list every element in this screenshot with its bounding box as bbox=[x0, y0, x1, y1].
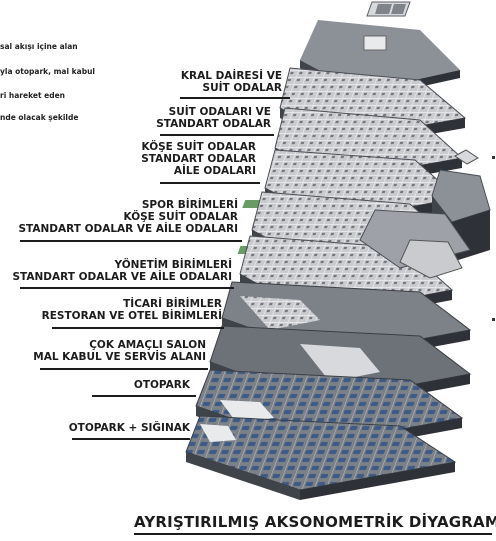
underline-suite-standard bbox=[160, 134, 274, 136]
label-multipurpose-line-1: ÇOK AMAÇLI SALON bbox=[89, 339, 206, 351]
underline-parking bbox=[92, 395, 196, 397]
label-parking: OTOPARK bbox=[134, 379, 190, 391]
label-suite-standard-line-1: SUİT ODALARI VE bbox=[168, 106, 271, 118]
diagram-title: AYRIŞTIRILMIŞ AKSONOMETRİK DİYAGRAM bbox=[134, 513, 496, 531]
parking-levels bbox=[185, 369, 464, 500]
title-underline bbox=[134, 533, 492, 535]
label-suite-standard: SUİT ODALARI VE STANDART ODALAR bbox=[156, 106, 271, 130]
label-corner-suite-line-1: KÖŞE SUİT ODALAR bbox=[141, 141, 256, 153]
label-king-suite-line-1: KRAL DAİRESİ VE bbox=[180, 70, 282, 82]
label-sports-line-3: STANDART ODALAR VE AİLE ODALARI bbox=[18, 223, 238, 235]
label-commercial-line-1: TİCARİ BİRİMLER bbox=[123, 298, 222, 310]
label-sports-line-2: KÖŞE SUİT ODALAR bbox=[123, 211, 238, 223]
side-note-2: yla otopark, mal kabul bbox=[0, 67, 95, 76]
label-king-suite: KRAL DAİRESİ VE SUİT ODALAR bbox=[181, 70, 282, 94]
label-corner-suite: KÖŞE SUİT ODALAR STANDART ODALAR AİLE OD… bbox=[141, 141, 256, 177]
label-management-line-2: STANDART ODALAR VE AİLE ODALARI bbox=[12, 271, 232, 283]
label-multipurpose: ÇOK AMAÇLI SALON MAL KABUL VE SERVİS ALA… bbox=[33, 339, 206, 363]
underline-multipurpose bbox=[40, 368, 208, 370]
side-note-4: nde olacak şekilde bbox=[0, 113, 79, 122]
roof-box bbox=[366, 1, 411, 17]
label-sports: SPOR BİRİMLERİ KÖŞE SUİT ODALAR STANDART… bbox=[18, 199, 238, 235]
label-management-line-1: YÖNETİM BİRİMLERİ bbox=[114, 259, 233, 271]
label-corner-suite-line-2: STANDART ODALAR bbox=[141, 153, 256, 165]
label-multipurpose-line-2: MAL KABUL VE SERVİS ALANI bbox=[33, 351, 206, 363]
label-commercial: TİCARİ BİRİMLER RESTORAN VE OTEL BİRİMLE… bbox=[42, 298, 222, 322]
underline-management bbox=[20, 287, 234, 289]
label-suite-standard-line-2: STANDART ODALAR bbox=[156, 118, 271, 130]
annex-tower bbox=[359, 149, 491, 279]
label-commercial-line-2: RESTORAN VE OTEL BİRİMLERİ bbox=[41, 310, 222, 322]
underline-king-suite bbox=[180, 97, 290, 99]
underline-parking-shelter bbox=[72, 438, 190, 440]
label-parking-line-1: OTOPARK bbox=[133, 379, 190, 391]
underline-commercial bbox=[52, 327, 224, 329]
underline-sports bbox=[20, 240, 242, 242]
underline-corner-suite bbox=[160, 182, 260, 184]
edge-tick-2 bbox=[492, 318, 495, 321]
edge-tick-1 bbox=[492, 156, 495, 159]
label-parking-shelter: OTOPARK + SIĞINAK bbox=[69, 422, 190, 434]
label-king-suite-line-2: SUİT ODALAR bbox=[202, 82, 282, 94]
side-note-1: sal akışı içine alan bbox=[0, 42, 78, 51]
label-corner-suite-line-3: AİLE ODALARI bbox=[173, 165, 256, 177]
label-management: YÖNETİM BİRİMLERİ STANDART ODALAR VE AİL… bbox=[12, 259, 232, 283]
side-note-3: ri hareket eden bbox=[0, 91, 66, 100]
label-sports-line-1: SPOR BİRİMLERİ bbox=[141, 199, 238, 211]
label-parking-shelter-line-1: OTOPARK + SIĞINAK bbox=[68, 422, 190, 434]
